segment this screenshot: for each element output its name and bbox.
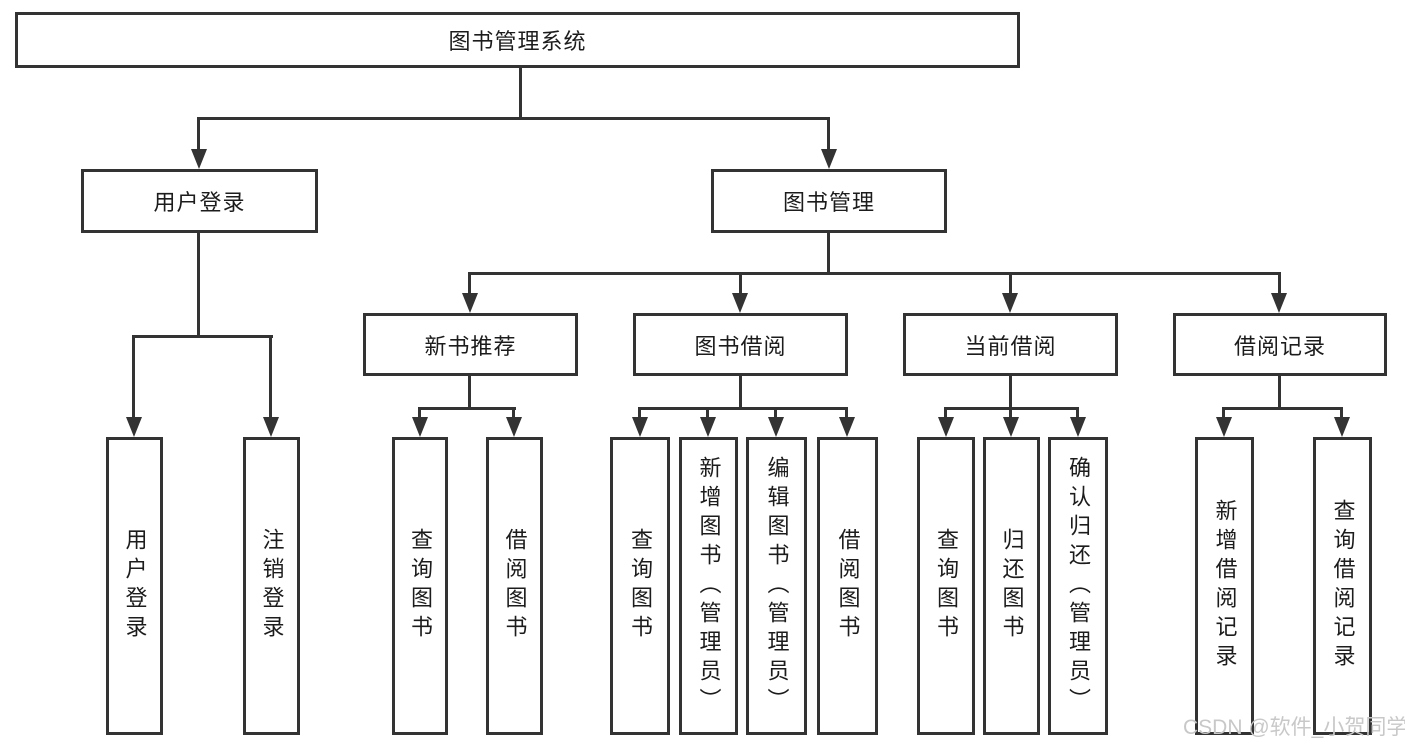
connector-vline [1009,376,1012,410]
arrowhead-down [1216,417,1232,437]
arrowhead-down [462,293,478,313]
connector-hline [418,407,516,410]
connector-vline [827,233,830,275]
leaf-current-query-books-label: 查询图书 [934,528,959,644]
arrowhead-down [191,149,207,169]
connector-vline [468,272,471,297]
csdn-watermark: CSDN @软件_小贺同学 [1183,716,1405,739]
node-book-mgmt-branch: 图书管理 [711,169,947,233]
arrowhead-down [1002,293,1018,313]
arrowhead-down [1003,417,1019,437]
leaf-borrow-add-books-admin: 新增图书（管理员） [679,437,738,735]
arrowhead-down [126,417,142,437]
connector-vline [827,117,830,153]
node-current-borrow: 当前借阅 [903,313,1118,376]
connector-hline [638,407,848,410]
connector-vline [1009,407,1012,421]
leaf-user-login-label: 用户登录 [122,528,148,644]
arrowhead-down [768,417,784,437]
leaf-logout: 注销登录 [243,437,300,735]
leaf-borrow-edit-books-admin: 编辑图书（管理员） [746,437,807,735]
leaf-borrow-add-books-admin-label: 新增图书（管理员） [696,455,722,717]
node-root: 图书管理系统 [15,12,1020,68]
leaf-records-query-record-label: 查询借阅记录 [1330,499,1356,673]
leaf-borrow-borrow-books-label: 借阅图书 [835,528,861,644]
connector-vline [739,376,742,410]
leaf-logout-label: 注销登录 [259,528,285,644]
connector-vline [519,68,522,120]
connector-vline [1076,407,1079,421]
leaf-current-query-books: 查询图书 [917,437,975,735]
connector-vline [197,233,200,338]
connector-vline [197,117,200,153]
connector-vline [1278,272,1281,297]
leaf-current-return-books: 归还图书 [983,437,1040,735]
arrowhead-down [839,417,855,437]
leaf-borrow-query-books-label: 查询图书 [628,528,653,644]
connector-vline [739,272,742,297]
arrowhead-down [732,293,748,313]
leaf-current-confirm-return-admin-label: 确认归还（管理员） [1066,455,1091,717]
leaf-borrow-edit-books-admin-label: 编辑图书（管理员） [764,455,790,717]
connector-vline [1222,407,1225,421]
leaf-records-query-record: 查询借阅记录 [1313,437,1372,735]
leaf-current-return-books-label: 归还图书 [999,528,1025,644]
arrowhead-down [1271,293,1287,313]
connector-hline [133,335,273,338]
node-borrow-records: 借阅记录 [1173,313,1387,376]
arrowhead-down [263,417,279,437]
connector-hline [197,117,830,120]
node-new-book-recommend: 新书推荐 [363,313,578,376]
arrowhead-down [700,417,716,437]
leaf-newbook-query-books-label: 查询图书 [408,528,433,644]
leaf-newbook-borrow-books: 借阅图书 [486,437,543,735]
leaf-records-add-record-label: 新增借阅记录 [1212,499,1238,673]
node-book-borrow: 图书借阅 [633,313,848,376]
leaf-current-confirm-return-admin: 确认归还（管理员） [1048,437,1108,735]
leaf-borrow-query-books: 查询图书 [610,437,670,735]
connector-vline [468,376,471,410]
connector-vline [638,407,641,421]
connector-vline [944,407,947,421]
connector-vline [706,407,709,421]
node-user-login-branch: 用户登录 [81,169,318,233]
connector-vline [418,407,421,421]
connector-vline [132,335,135,423]
leaf-records-add-record: 新增借阅记录 [1195,437,1254,735]
arrowhead-down [506,417,522,437]
arrowhead-down [1070,417,1086,437]
connector-vline [512,407,515,421]
connector-vline [845,407,848,421]
arrowhead-down [821,149,837,169]
connector-vline [1278,376,1281,410]
connector-vline [269,335,272,423]
connector-vline [1340,407,1343,421]
leaf-borrow-borrow-books: 借阅图书 [817,437,878,735]
connector-vline [774,407,777,421]
arrowhead-down [1334,417,1350,437]
connector-vline [1009,272,1012,297]
connector-hline [1222,407,1343,410]
leaf-newbook-borrow-books-label: 借阅图书 [502,528,528,644]
leaf-newbook-query-books: 查询图书 [392,437,448,735]
arrowhead-down [412,417,428,437]
leaf-user-login: 用户登录 [106,437,163,735]
connector-hline [468,272,1281,275]
arrowhead-down [632,417,648,437]
arrowhead-down [938,417,954,437]
